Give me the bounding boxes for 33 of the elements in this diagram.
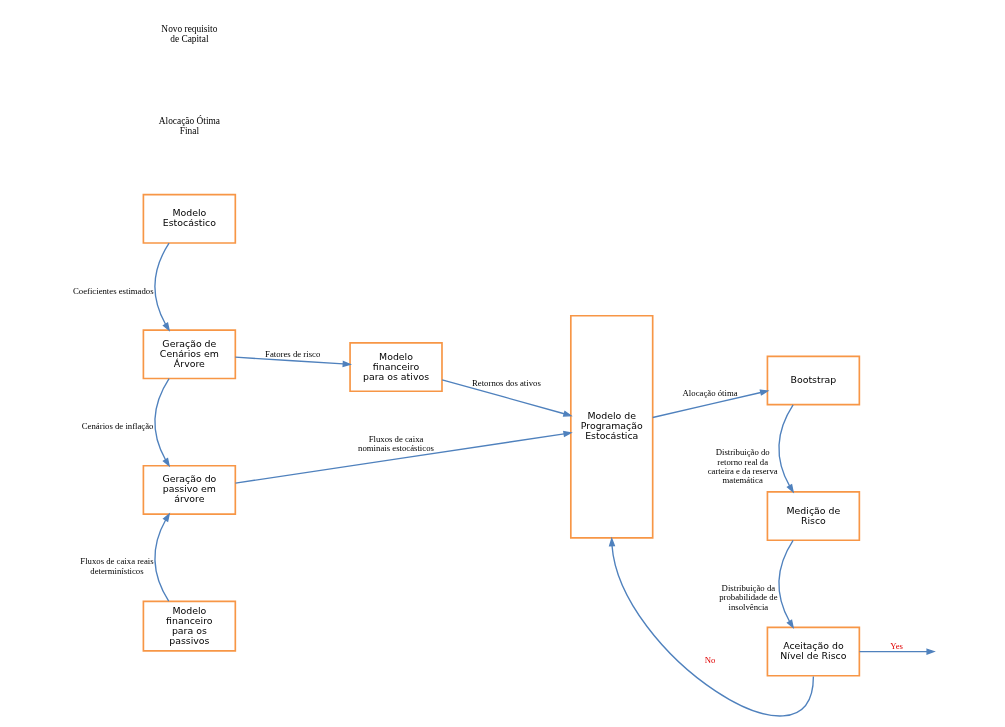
node-box: Medição de Risco [766, 491, 860, 542]
node-box: Modelo financeiro para os passivos [142, 600, 236, 652]
edge-label: Cenários de inflação [81, 421, 153, 432]
arrow [234, 430, 573, 484]
node-box: Aceitação do Nível de Risco [766, 626, 860, 677]
node-box: Geração de Cenários em Árvore [142, 329, 236, 380]
edge-label: Alocação ótima [682, 388, 738, 399]
arrow [777, 404, 794, 494]
arrow [153, 512, 170, 602]
arrow [858, 648, 936, 655]
edge-label: Fatores de risco [264, 349, 320, 360]
node-box: Modelo de Programação Estocástica [569, 314, 653, 539]
node-box: Modelo financeiro para os ativos [348, 342, 443, 393]
arrow [608, 536, 814, 717]
arrow [153, 242, 170, 332]
edge-label: Distribuição do retorno real da carteira e da reserva matemática [707, 447, 778, 486]
label: Novo requisito de Capital [160, 24, 217, 45]
edge-label: Yes [889, 641, 903, 652]
node-box: Bootstrap [766, 355, 860, 406]
edge-label: Distribuição da probabilidade de insolvência [718, 582, 778, 612]
edge-label: Coeficientes estimados [72, 285, 154, 296]
arrow [777, 539, 794, 629]
arrow [651, 389, 769, 419]
node-box: Modelo Estocástico [142, 193, 236, 244]
arrow [234, 356, 352, 368]
label: Alocação Ótima Final [158, 116, 220, 137]
edge-label: Fluxos de caixa reais determinísticos [79, 556, 154, 576]
edge-label: Fluxos de caixa nominais estocásticos [357, 433, 434, 454]
edge-label: Retornos dos ativos [471, 378, 541, 389]
edge-label: No [704, 654, 715, 665]
arrow [153, 378, 170, 468]
arrow [441, 379, 573, 417]
node-box: Geração do passivo em árvore [142, 464, 236, 515]
